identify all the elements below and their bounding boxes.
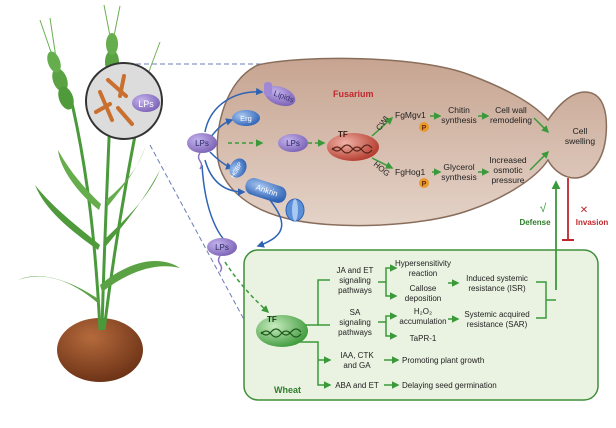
isr-line-2: resistance (ISR) — [468, 284, 526, 293]
fungal-pathway-arrows — [371, 112, 550, 176]
sar-line-2: resistance (SAR) — [467, 320, 528, 329]
fungal-tf — [327, 133, 379, 161]
defense-label: Defense — [519, 218, 551, 227]
wheat-ear-left — [39, 17, 74, 110]
osmotic-line-1: Increased — [489, 155, 527, 165]
fusarium-label: Fusarium — [333, 89, 374, 99]
aba-label: ABA and ET — [335, 381, 379, 390]
iaa-line-1: IAA, CTK — [340, 351, 374, 360]
tapr-label: TaPR-1 — [410, 334, 437, 343]
chitin-line-1: Chitin — [448, 105, 470, 115]
cellwall-line-1: Cell wall — [495, 105, 527, 115]
sa-line-3: pathways — [338, 328, 372, 337]
hyper-line-2: reaction — [409, 269, 437, 278]
glycerol-line-1: Glycerol — [443, 162, 474, 172]
lps-to-wheat-tf-arrow — [224, 261, 270, 314]
defense-invasion-arrows — [551, 178, 574, 290]
osmotic-line-3: pressure — [491, 175, 524, 185]
sa-line-1: SA — [350, 308, 361, 317]
fungal-tf-label: TF — [338, 130, 348, 139]
lps-bottom-label: LPs — [215, 243, 229, 252]
erg-label: Erg — [240, 114, 252, 123]
lps-target-arrows — [201, 87, 283, 248]
lps-bubble-protein — [132, 94, 160, 112]
swelling-line-1: Cell — [573, 126, 588, 136]
hyper-line-1: Hypersensitivity — [395, 259, 451, 268]
zoom-line-bottom — [149, 144, 256, 341]
lps-main-label: LPs — [195, 139, 209, 148]
wheat-tf — [256, 315, 308, 347]
lps-bubble-label: LPs — [138, 99, 154, 109]
fghog1-label: FgHog1 — [395, 167, 426, 177]
invasion-cross-icon: ✕ — [580, 205, 588, 216]
ja-line-3: pathways — [338, 286, 372, 295]
swelling-line-2: swelling — [565, 136, 596, 146]
hgbp-protein — [229, 158, 247, 178]
fgmgv1-label: FgMgv1 — [395, 110, 426, 120]
erg-protein — [232, 110, 260, 126]
callose-line-2: deposition — [405, 294, 441, 303]
iaa-line-2: and GA — [343, 361, 371, 370]
osmotic-line-2: osmotic — [493, 165, 523, 175]
growth-label: Promoting plant growth — [402, 356, 484, 365]
isr-line-1: Induced systemic — [466, 274, 528, 283]
soil-ball — [57, 318, 143, 382]
ja-line-1: JA and ET — [337, 266, 374, 275]
sa-line-2: signaling — [339, 318, 371, 327]
germ-label: Delaying seed germination — [402, 381, 497, 390]
lps-bottom-protein — [207, 238, 237, 273]
phospho-hog1-icon — [419, 178, 429, 188]
chitin-line-2: synthesis — [441, 115, 476, 125]
callose-line-1: Callose — [410, 284, 437, 293]
phospho-mgv1-icon — [419, 122, 429, 132]
fusarium-cell — [216, 57, 608, 227]
wheat-response-panel — [243, 249, 599, 401]
h2o2-line-1: H₂O₂ — [414, 307, 432, 316]
cellwall-line-2: remodeling — [490, 115, 532, 125]
invasion-label: Invasion — [576, 218, 609, 227]
fungal-hyphae-zoom-bubble: LPs — [85, 62, 163, 140]
phospho-hog1-label: P — [422, 181, 427, 188]
lipids-protein — [264, 82, 296, 107]
ankrin-protein — [245, 177, 305, 222]
wheat-label: Wheat — [274, 385, 301, 395]
hyphae-icon — [94, 74, 134, 126]
ja-line-2: signaling — [339, 276, 371, 285]
defense-check-icon: √ — [540, 201, 547, 215]
sar-line-1: Systemic acquired — [464, 310, 529, 319]
wheat-pathway-arrows — [300, 264, 556, 389]
phospho-mgv1-label: P — [422, 125, 427, 132]
lps-mid-protein — [278, 134, 308, 152]
lps-main-protein — [187, 133, 217, 170]
wheat-plant-illustration — [18, 4, 180, 382]
wheat-tf-label: TF — [267, 315, 277, 324]
lps-mid-label: LPs — [286, 139, 300, 148]
h2o2-line-2: accumulation — [399, 317, 446, 326]
glycerol-line-2: synthesis — [441, 172, 476, 182]
